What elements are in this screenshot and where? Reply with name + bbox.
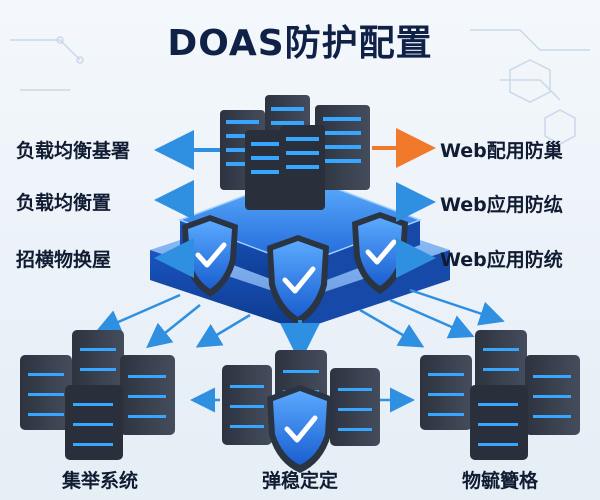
bottom-label-right: 物毓籫格 (461, 470, 538, 492)
left-server-cluster (20, 330, 175, 460)
left-label-1: 负载均衡基署 (16, 140, 131, 162)
down-arrows (95, 288, 505, 413)
right-arrows (372, 128, 436, 278)
server-rack-icon (420, 355, 472, 430)
left-arrows (154, 130, 220, 278)
right-server-cluster (420, 330, 580, 460)
central-server-cluster (220, 95, 370, 210)
right-label-2: Web应用防纮 (440, 194, 563, 216)
server-rack-icon (222, 365, 272, 445)
bottom-label-center: 弹稳定定 (261, 470, 338, 492)
center-server-cluster (222, 350, 380, 473)
server-rack-icon (245, 130, 285, 210)
server-rack-icon (280, 125, 325, 210)
shield-check-icon (352, 212, 408, 294)
diagram-title: DOAS防护配置 (167, 23, 433, 64)
server-rack-icon (525, 355, 580, 435)
server-rack-icon (315, 105, 370, 190)
server-rack-icon (330, 368, 380, 446)
server-rack-icon (20, 355, 72, 430)
server-rack-icon (65, 385, 123, 460)
shield-check-icon (267, 385, 333, 473)
left-label-3: 招横物换屋 (16, 249, 112, 271)
right-label-3: Web应用防统 (440, 249, 563, 271)
bottom-label-left: 集举系统 (61, 470, 138, 492)
left-label-2: 负载均衡置 (16, 192, 112, 214)
server-rack-icon (470, 385, 528, 460)
shield-check-icon (267, 235, 329, 325)
server-rack-icon (120, 355, 175, 435)
shield-check-icon (182, 215, 238, 297)
right-label-1: Web配用防巢 (440, 140, 563, 162)
circuit-decoration (10, 29, 590, 145)
